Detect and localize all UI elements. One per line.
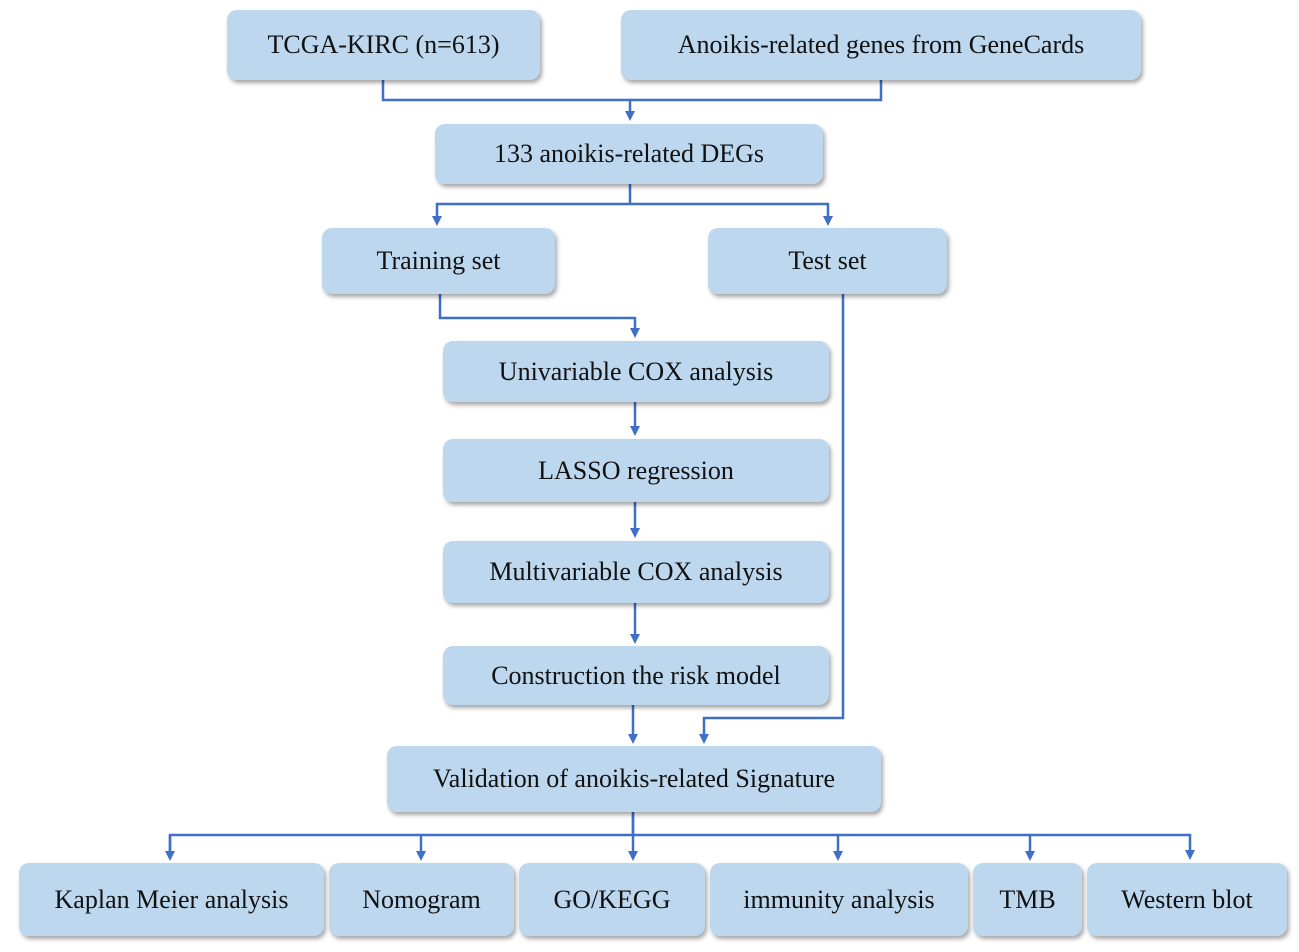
node-univariable-cox: Univariable COX analysis: [443, 341, 829, 402]
connector-degs-test: [630, 202, 833, 226]
connector-degs-training: [432, 202, 630, 226]
node-tmb: TMB: [973, 863, 1082, 936]
node-multivariable-cox: Multivariable COX analysis: [443, 541, 829, 603]
node-training-set: Training set: [322, 228, 555, 294]
node-construction-risk-model: Construction the risk model: [443, 646, 829, 705]
node-western-blot: Western blot: [1087, 863, 1287, 936]
node-validation-signature: Validation of anoikis-related Signature: [387, 746, 881, 812]
connector-tcga-degs: [381, 80, 635, 121]
node-test-set: Test set: [708, 228, 947, 294]
node-degs: 133 anoikis-related DEGs: [435, 124, 823, 184]
node-go-kegg: GO/KEGG: [519, 863, 705, 936]
node-immunity-analysis: immunity analysis: [710, 863, 968, 936]
node-nomogram: Nomogram: [329, 863, 514, 936]
connector-output-bus: [168, 833, 1195, 860]
node-lasso-regression: LASSO regression: [443, 439, 829, 502]
connector-genecards-degs: [630, 80, 883, 102]
node-tcga-kirc: TCGA-KIRC (n=613): [227, 10, 540, 80]
connector-training-univariable: [438, 294, 640, 338]
node-kaplan-meier: Kaplan Meier analysis: [19, 863, 324, 936]
node-genecards: Anoikis-related genes from GeneCards: [621, 10, 1141, 80]
connector-test-validation: [699, 294, 845, 744]
